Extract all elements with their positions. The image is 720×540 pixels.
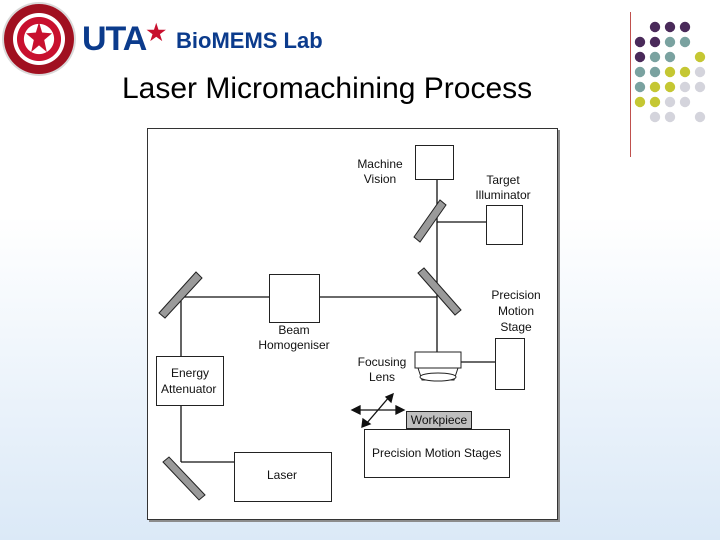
decorative-dot [664, 66, 676, 78]
decorative-dot [649, 36, 661, 48]
decorative-dot [664, 21, 676, 33]
decorative-dot [664, 36, 676, 48]
decorative-dot [649, 111, 661, 123]
slide-title: Laser Micromachining Process [122, 72, 533, 105]
decorative-dot [634, 51, 646, 63]
decorative-dot [634, 81, 646, 93]
attenuator-label: Attenuator [161, 382, 217, 396]
workpiece: Workpiece [406, 411, 472, 429]
decorative-dot [649, 96, 661, 108]
decorative-dot [649, 51, 661, 63]
decorative-dot [679, 36, 691, 48]
laser-label: Laser [267, 468, 298, 482]
decorative-dot [634, 96, 646, 108]
decorative-dot [694, 111, 706, 123]
mirror-left [158, 271, 203, 319]
beam-homogeniser-box [269, 274, 320, 323]
decorative-dot [649, 21, 661, 33]
mirror-middle [417, 267, 462, 316]
target-illuminator-box [486, 205, 523, 245]
decorative-dot [679, 96, 691, 108]
decorative-dot [649, 66, 661, 78]
arrow-down-left-icon [361, 417, 372, 428]
arrow-up-right-icon [384, 392, 394, 404]
precision-motion-stages-label: Precision Motion Stages [372, 446, 502, 460]
decorative-dot [679, 66, 691, 78]
mirror-upper [413, 199, 447, 243]
decorative-dot [679, 21, 691, 33]
decorative-dot [634, 36, 646, 48]
arrow-right-icon [395, 404, 406, 416]
precision-motion-stages-box: Precision Motion Stages [364, 429, 510, 478]
decorative-dot [694, 51, 706, 63]
energy-label: Energy [171, 366, 210, 380]
decorative-dot [694, 66, 706, 78]
energy-attenuator-box: Energy Attenuator [156, 356, 224, 406]
decorative-dot [649, 81, 661, 93]
university-seal-logo [4, 4, 74, 74]
focusing-lens-glass [419, 372, 457, 382]
laser-box: Laser [234, 452, 332, 502]
lab-name: BioMEMS Lab [176, 28, 323, 53]
mirror-bottom [162, 456, 206, 501]
decorative-dot [664, 111, 676, 123]
uta-logo: UTA★ [82, 20, 166, 58]
decorative-dot [694, 81, 706, 93]
focusing-lens-body [414, 351, 462, 369]
arrow-left-icon [350, 404, 361, 416]
y-axis-arrow-line [365, 395, 391, 425]
decorative-dot [664, 51, 676, 63]
decorative-dot [634, 66, 646, 78]
precision-motion-stage-box [495, 338, 525, 390]
decorative-dot [664, 96, 676, 108]
decorative-dot [679, 81, 691, 93]
accent-divider [630, 12, 631, 157]
machine-vision-box [415, 145, 454, 180]
decorative-dot [664, 81, 676, 93]
